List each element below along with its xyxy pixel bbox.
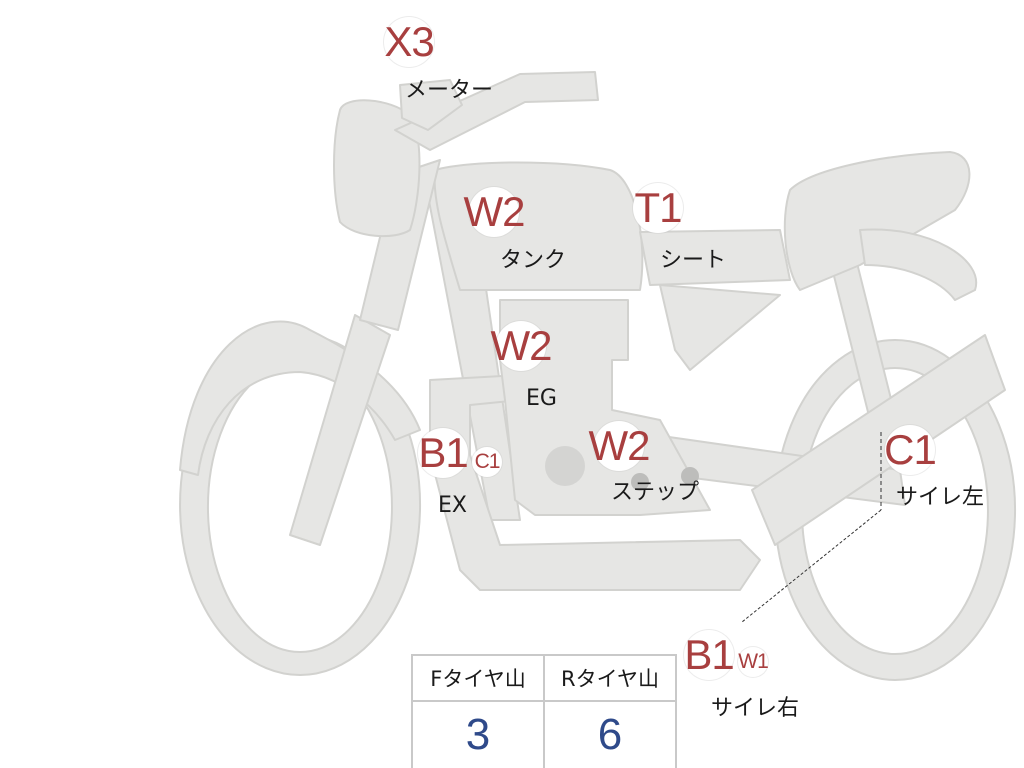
muffler	[751, 334, 1006, 546]
engine-grade-badge: W2	[490, 321, 553, 371]
rear-wheel	[774, 339, 1017, 681]
front-fork	[289, 314, 391, 546]
muffler-left-label: サイレ左	[896, 485, 985, 510]
front-tire-value: 3	[411, 700, 545, 768]
engine-case-cover	[545, 446, 585, 486]
step-peg-rear	[681, 467, 699, 485]
side-cover	[659, 284, 781, 371]
seat-label: シート	[660, 248, 727, 273]
muffler-left-grade-badge: C1	[884, 425, 937, 475]
handlebar	[394, 71, 599, 151]
fork-upper	[359, 159, 441, 331]
rear-tire-value: 6	[543, 700, 677, 768]
rear-tire-header: Rタイヤ山	[543, 654, 677, 702]
headlight	[333, 99, 421, 238]
step-label: ステップ	[611, 480, 700, 505]
tank-label: タンク	[500, 248, 567, 273]
tank-grade-badge: W2	[463, 187, 526, 237]
step-grade-badge: W2	[588, 421, 651, 471]
engine-label: EG	[526, 386, 557, 411]
muffler-right-grade-badge: B1	[684, 630, 735, 680]
tire-tread-header-row: Fタイヤ山 Rタイヤ山	[411, 654, 677, 702]
tire-tread-value-row: 3 6	[411, 700, 677, 768]
tire-tread-table: Fタイヤ山 Rタイヤ山 3 6	[411, 654, 677, 768]
step-peg-front	[631, 473, 649, 491]
meter-label: メーター	[405, 78, 494, 103]
muffler-right-label: サイレ右	[711, 696, 800, 721]
seat-grade-badge: T1	[633, 183, 683, 233]
exhaust-label: EX	[438, 493, 467, 518]
muffler-right-sub-grade-badge: W1	[738, 647, 769, 677]
rear-cowl	[783, 151, 971, 291]
exhaust-grade-badge: B1	[418, 428, 469, 478]
rear-fender	[859, 228, 978, 301]
meter-grade-badge: X3	[384, 17, 435, 67]
seat	[639, 229, 791, 286]
meter-body	[399, 79, 463, 131]
front-tire-header: Fタイヤ山	[411, 654, 545, 702]
exhaust-sub-grade-badge: C1	[472, 447, 502, 477]
